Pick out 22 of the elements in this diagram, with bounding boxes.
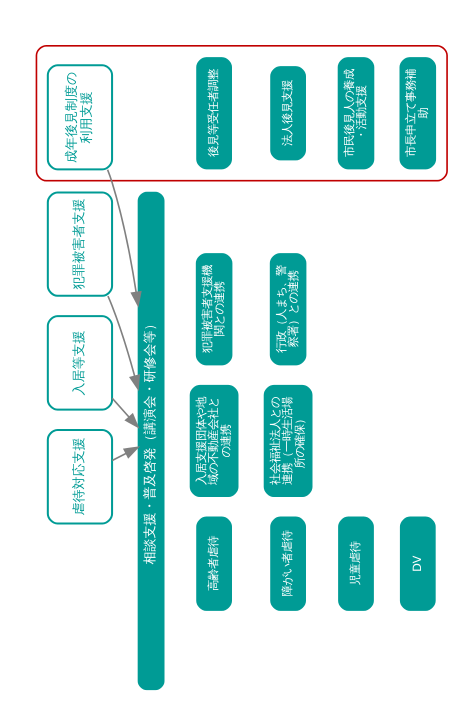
node-box: 障がい者虐待 <box>270 516 306 610</box>
node-box: 入居支援団体や地域の不動産会社との連携 <box>190 384 238 497</box>
node-box: 後見等受任者調整 <box>196 56 232 169</box>
node-box: 社会福祉法人との連携（一時生活場所の確保） <box>264 384 312 497</box>
node-box: 虐待対応支援 <box>46 428 114 524</box>
arrow <box>106 168 142 308</box>
arrow <box>107 295 140 391</box>
node-box: 市民後見人の養成・活動支援 <box>338 56 374 169</box>
arrow <box>112 397 140 428</box>
node-box: DV <box>400 516 436 610</box>
node-box: 高齢者虐待 <box>196 516 232 610</box>
cluster <box>36 44 448 182</box>
node-box: 児童虐待 <box>338 516 374 610</box>
node-box: 犯罪被害者支援 <box>46 191 114 296</box>
node-box: 入居等支援 <box>46 314 114 410</box>
node-box: 犯罪被害者支援機関との連携 <box>196 252 232 365</box>
node-box: 成年後見制度の利用支援 <box>46 64 114 170</box>
node-box: 法人後見支援 <box>270 66 306 160</box>
node-box: 行政（人まち、警察署）との連携 <box>270 252 306 365</box>
arrow <box>112 446 140 461</box>
node-box: 相談支援・普及啓発（講演会・研修会等） <box>138 191 165 690</box>
node-box: 市長申立て事務補助 <box>400 56 436 169</box>
